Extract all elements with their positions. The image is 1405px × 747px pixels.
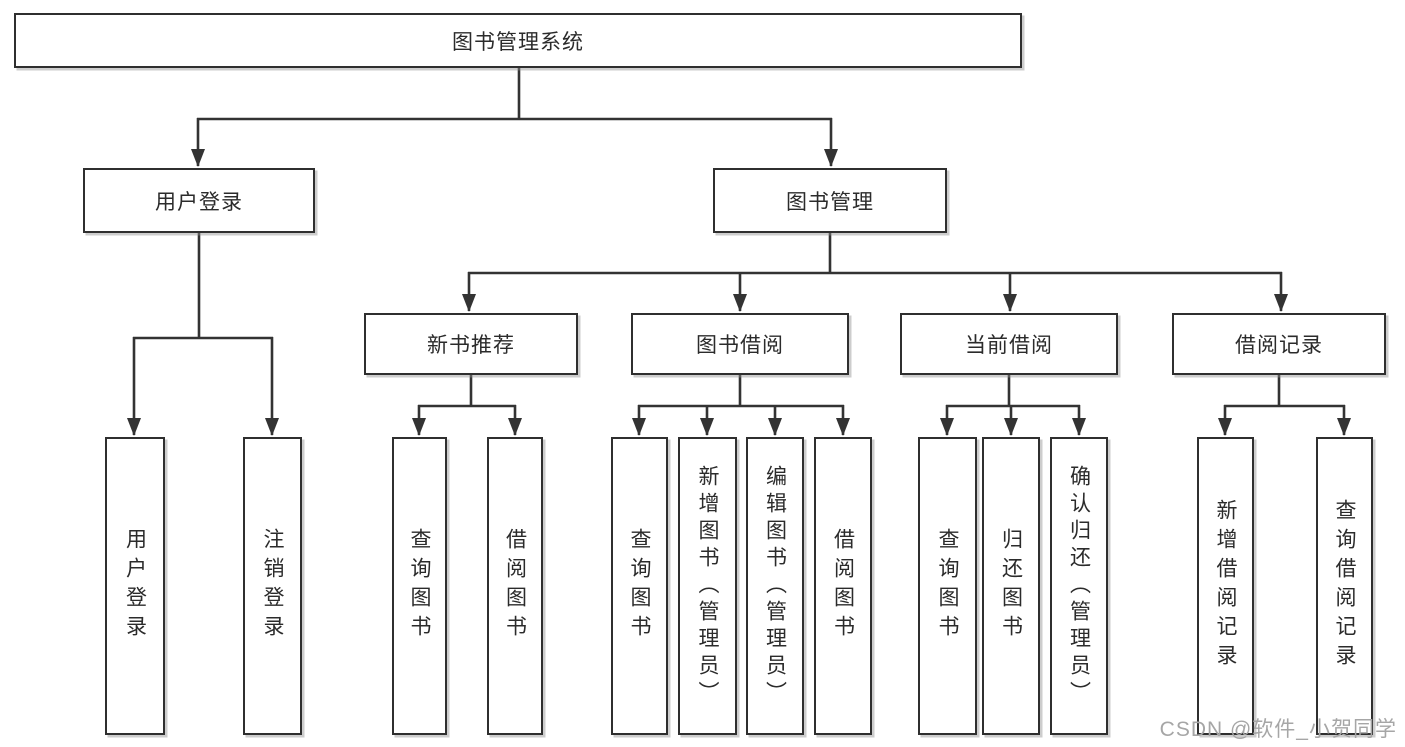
node-label: 新增图书（管理员） (696, 464, 719, 708)
node-leaf-logout: 注销登录 (243, 437, 302, 735)
node-label: 用户登录 (155, 190, 243, 214)
node-label: 编辑图书（管理员） (763, 464, 787, 708)
node-leaf-edit-book-admin: 编辑图书（管理员） (746, 437, 804, 735)
node-leaf-return-book: 归还图书 (982, 437, 1040, 735)
node-label: 新增借阅记录 (1214, 499, 1237, 673)
node-label: 图书借阅 (696, 334, 784, 357)
node-label: 图书管理系统 (452, 30, 584, 54)
node-new-book-recommend: 新书推荐 (364, 313, 578, 375)
node-user-login: 用户登录 (83, 168, 315, 233)
node-leaf-confirm-return-admin: 确认归还（管理员） (1050, 437, 1108, 735)
node-label: 用户登录 (123, 528, 147, 644)
node-label: 借阅记录 (1235, 334, 1323, 357)
node-label: 注销登录 (261, 528, 284, 644)
node-label: 查询借阅记录 (1333, 499, 1356, 673)
node-leaf-borrow-book-recommend: 借阅图书 (487, 437, 543, 735)
node-label: 查询图书 (408, 528, 431, 644)
node-label: 查询图书 (936, 528, 959, 644)
node-label: 借阅图书 (503, 528, 527, 644)
node-leaf-query-book-recommend: 查询图书 (392, 437, 447, 735)
node-leaf-borrow-book: 借阅图书 (814, 437, 872, 735)
csdn-watermark: CSDN @软件_小贺同学 (1159, 718, 1397, 741)
node-leaf-add-borrow-record: 新增借阅记录 (1197, 437, 1254, 735)
node-label: 图书管理 (786, 190, 874, 214)
node-label: 新书推荐 (427, 334, 515, 357)
node-leaf-add-book-admin: 新增图书（管理员） (678, 437, 737, 735)
node-label: 当前借阅 (965, 334, 1053, 357)
node-borrowing-records: 借阅记录 (1172, 313, 1386, 375)
node-leaf-query-book-current: 查询图书 (918, 437, 977, 735)
node-library-management-system: 图书管理系统 (14, 13, 1022, 68)
node-leaf-query-borrow-record: 查询借阅记录 (1316, 437, 1373, 735)
node-label: 归还图书 (999, 528, 1023, 644)
node-current-borrowing: 当前借阅 (900, 313, 1118, 375)
node-label: 确认归还（管理员） (1067, 464, 1091, 708)
node-book-management: 图书管理 (713, 168, 947, 233)
node-label: 查询图书 (628, 528, 651, 644)
node-leaf-user-login: 用户登录 (105, 437, 165, 735)
node-leaf-query-book-borrowing: 查询图书 (611, 437, 668, 735)
node-label: 借阅图书 (831, 528, 855, 644)
node-book-borrowing: 图书借阅 (631, 313, 849, 375)
